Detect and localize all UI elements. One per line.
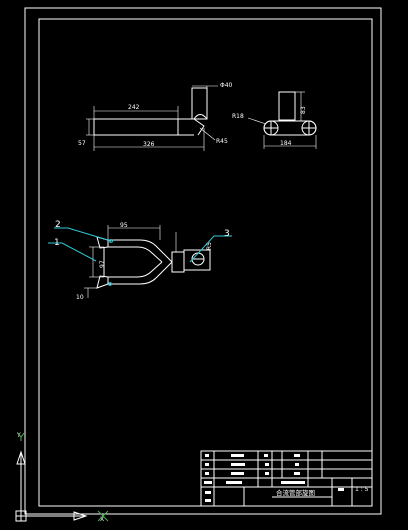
title-block: 合流管部旋图 1 : 5 <box>200 450 373 507</box>
side-branch <box>278 91 296 121</box>
branch-pipe <box>191 87 208 120</box>
dim-97: 97 <box>99 260 106 268</box>
pipe-body <box>93 118 179 136</box>
front-view: 242 326 57 Φ40 R45 <box>78 82 233 151</box>
leader-1 <box>48 242 97 262</box>
dim-r5: R5 <box>206 242 213 250</box>
label-1: 1 <box>54 238 60 248</box>
plan-view: 95 97 10 R5 1 2 3 <box>48 220 232 301</box>
ucs-x-label: X <box>100 516 104 523</box>
outer-frame <box>24 7 382 515</box>
dim-57: 57 <box>78 140 86 147</box>
label-3: 3 <box>224 229 230 239</box>
dim-phi40: Φ40 <box>220 82 233 89</box>
label-2: 2 <box>55 220 61 230</box>
scale-value: 1 : 5 <box>355 486 369 493</box>
dim-83: 83 <box>300 106 307 114</box>
dim-184: 184 <box>280 140 292 147</box>
dim-r18: R18 <box>232 113 244 120</box>
outlet-flange <box>183 249 211 271</box>
dim-10: 10 <box>76 294 84 301</box>
side-view: R18 83 184 <box>232 91 317 149</box>
ucs-y-label: Y <box>16 432 21 439</box>
leader-3 <box>189 235 232 263</box>
leader-2 <box>54 227 112 242</box>
drawing-title: 合流管部旋图 <box>276 488 315 497</box>
dim-95: 95 <box>120 222 128 229</box>
ucs-icon: Y X <box>15 432 109 523</box>
inner-frame <box>38 18 373 507</box>
dim-r45: R45 <box>216 138 228 145</box>
dim-242: 242 <box>128 104 140 111</box>
stub-outlet <box>171 251 185 273</box>
dim-326: 326 <box>143 141 155 148</box>
